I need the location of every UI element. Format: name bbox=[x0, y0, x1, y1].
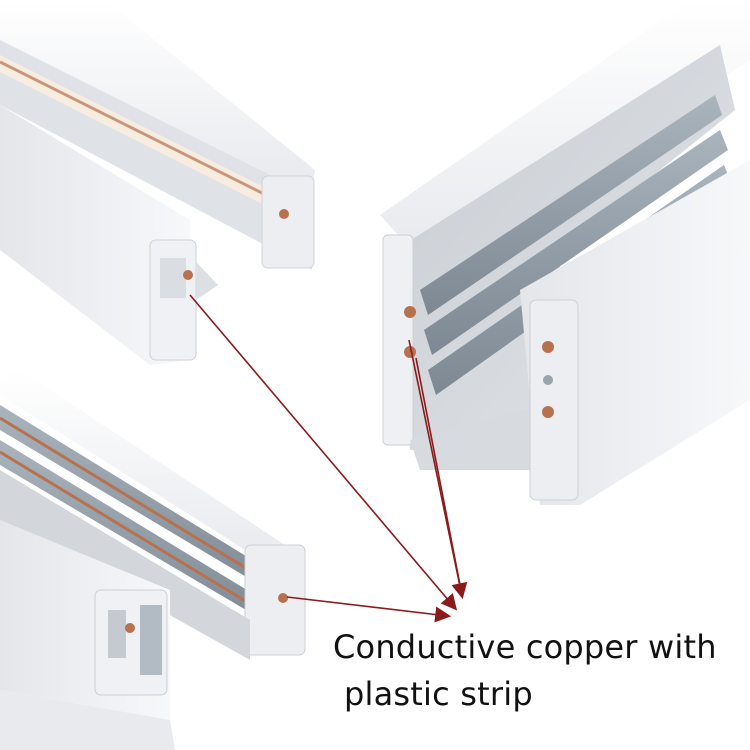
arrow-from-right-2 bbox=[415, 357, 462, 591]
arrow-from-top-left bbox=[189, 294, 458, 611]
arrow-from-bottom-left bbox=[286, 596, 452, 623]
track-rail-bottom-left bbox=[0, 370, 306, 750]
track-rail-top-left bbox=[0, 0, 315, 365]
track-rail-right bbox=[380, 0, 750, 505]
annotation-arrows bbox=[189, 294, 468, 623]
